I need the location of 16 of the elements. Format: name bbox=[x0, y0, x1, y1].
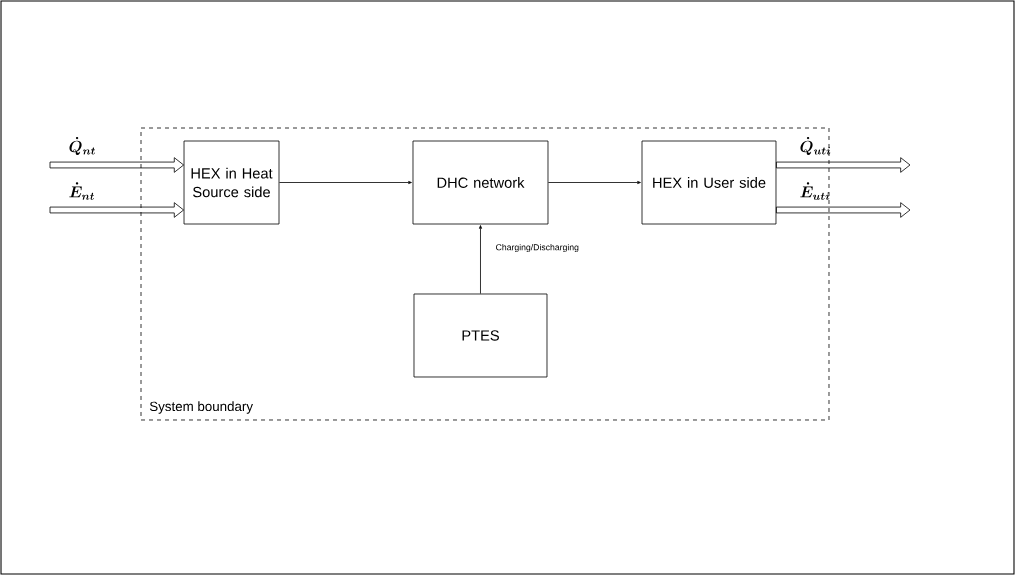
edge-label: $\dot{Q}_{uti}$ bbox=[800, 136, 831, 156]
process-box: DHC network bbox=[412, 140, 549, 225]
process-box: HEX in User side bbox=[641, 140, 777, 225]
arrow bbox=[776, 157, 911, 173]
arrow bbox=[776, 202, 911, 218]
edge-label: $\dot{E}_{uti}$ bbox=[800, 182, 830, 200]
process-box: HEX in Heat Source side bbox=[183, 140, 280, 225]
arrow bbox=[49, 157, 184, 173]
edge-label: $\dot{E}_{nt}$ bbox=[69, 182, 95, 200]
edge-label: Charging/Discharging bbox=[496, 243, 579, 253]
arrow bbox=[279, 181, 412, 184]
arrow bbox=[49, 202, 184, 218]
arrow bbox=[548, 181, 641, 184]
edge-label: $\dot{Q}_{nt}$ bbox=[69, 136, 96, 156]
arrow bbox=[479, 225, 482, 294]
process-box: PTES bbox=[413, 293, 548, 378]
